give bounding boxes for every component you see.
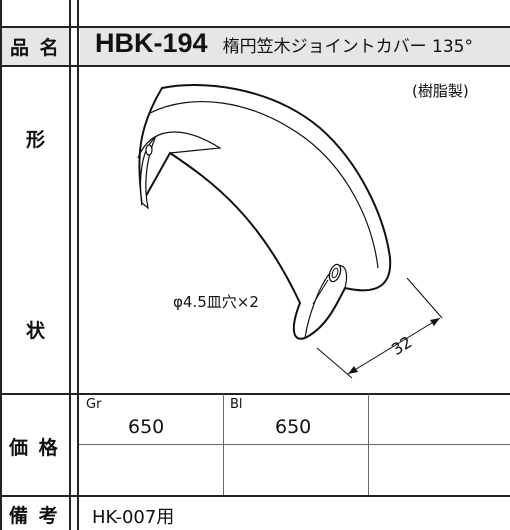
divider-right	[77, 0, 79, 530]
cover-inner-edge	[137, 131, 222, 159]
price-mid-line	[79, 444, 510, 445]
dimension-arrow-start	[348, 366, 358, 374]
cover-left-lip	[139, 136, 157, 210]
price-value-gr: 650	[128, 416, 165, 438]
name-label-cell	[0, 26, 70, 66]
dimension-arrow-end	[430, 318, 440, 326]
frame-top-border	[0, 26, 510, 28]
label-price: 価 格	[9, 437, 60, 459]
label-remarks: 備 考	[9, 505, 60, 527]
price-value-bl: 650	[275, 416, 312, 438]
frame-left-border	[0, 0, 2, 530]
row-divider-name	[0, 65, 510, 67]
row-divider-price	[0, 495, 510, 497]
remarks-text: HK-007用	[92, 507, 175, 528]
price-color-bl: Bl	[230, 397, 243, 412]
label-name: 品 名	[10, 37, 61, 59]
dimension-line	[347, 317, 441, 375]
cover-top-edge	[149, 100, 379, 269]
countersunk-hole-right-inner	[331, 267, 339, 279]
label-shape-1: 形	[26, 129, 48, 151]
row-divider-shape	[0, 393, 510, 395]
countersunk-hole-left	[145, 144, 153, 156]
divider-left	[69, 0, 71, 530]
extension-line-1	[406, 277, 443, 319]
product-name: 楕円笠木ジョイントカバー 135°	[222, 37, 473, 57]
product-code: HBK-194	[95, 28, 208, 58]
material-note: (樹脂製)	[412, 82, 469, 100]
product-drawing	[137, 84, 443, 379]
price-color-gr: Gr	[86, 397, 102, 412]
price-col-line-2	[368, 394, 369, 495]
hole-leader-line	[312, 279, 329, 305]
product-title: HBK-194 楕円笠木ジョイントカバー 135°	[95, 28, 473, 59]
price-col-line-1	[223, 394, 224, 495]
hole-note: φ4.5皿穴×2	[173, 293, 259, 311]
product-name-cell	[80, 26, 510, 66]
label-shape-2: 状	[26, 320, 48, 342]
extension-line-2	[316, 347, 353, 379]
